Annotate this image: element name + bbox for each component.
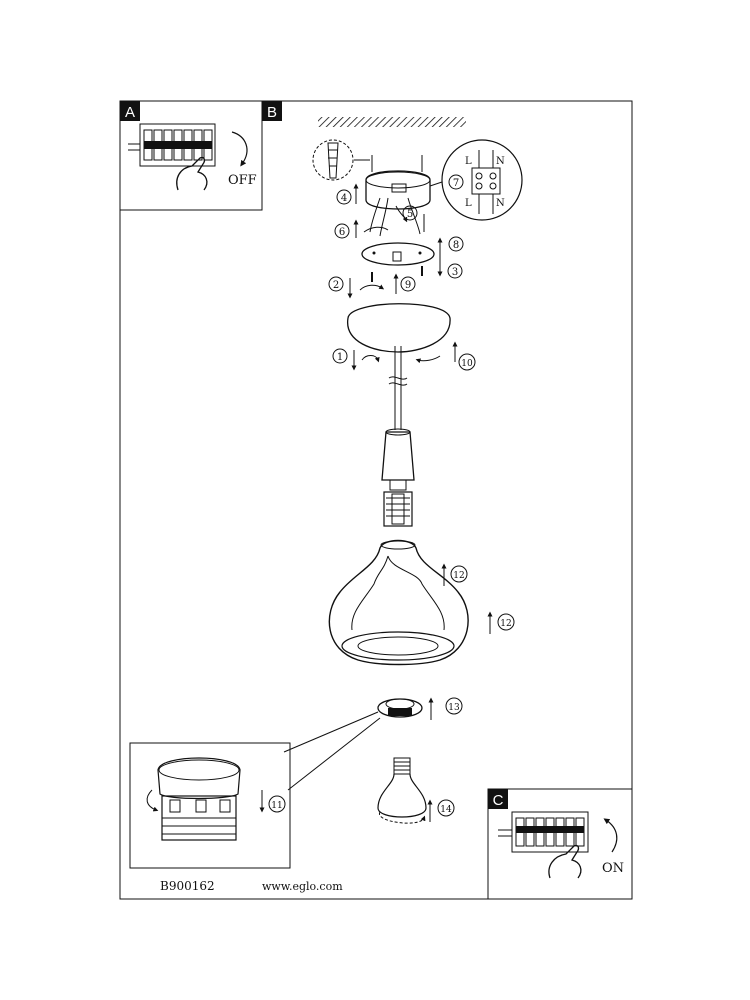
step-11-number: 11 xyxy=(271,801,282,811)
step-14-number: 14 xyxy=(440,805,452,815)
socket-housing xyxy=(381,428,415,527)
product-code: B900162 xyxy=(160,879,215,893)
hand-icon-c xyxy=(548,844,582,879)
step-5-number: 5 xyxy=(407,209,413,220)
mounting-plate xyxy=(361,242,435,266)
step-9-marker xyxy=(393,273,416,294)
step-12-marker-b xyxy=(487,611,515,634)
step-1-number: 1 xyxy=(337,352,343,363)
step-10-number: 10 xyxy=(461,359,473,369)
switch-off-text: OFF xyxy=(228,173,257,188)
lock-ring xyxy=(377,698,423,718)
terminal-bot-l: L xyxy=(465,198,472,209)
step-1-marker xyxy=(332,348,380,371)
step-14-marker xyxy=(427,799,455,822)
panel-b-label: B xyxy=(267,104,277,121)
step-12-marker-a xyxy=(441,563,468,586)
step-7-marker xyxy=(448,174,464,190)
panel-a-label: A xyxy=(125,104,135,121)
light-bulb xyxy=(377,757,427,824)
terminal-block-detail xyxy=(429,139,523,221)
switch-off-arrow xyxy=(231,131,248,167)
step-12a-number: 12 xyxy=(453,571,464,581)
suspension-cable xyxy=(388,346,408,430)
panel-c-label: C xyxy=(493,792,504,809)
step-6-number: 6 xyxy=(339,227,345,238)
step-13-number: 13 xyxy=(448,703,460,713)
terminal-bot-n: N xyxy=(496,198,505,209)
step-7-number: 7 xyxy=(453,178,459,189)
page-frame xyxy=(119,100,633,900)
step-4-number: 4 xyxy=(341,193,347,204)
step-2-number: 2 xyxy=(333,280,339,291)
step-5-marker xyxy=(395,205,418,223)
circuit-breaker-icon-c xyxy=(498,811,589,853)
step-12b-number: 12 xyxy=(500,619,511,629)
glass-shade xyxy=(328,539,469,666)
step-6-marker xyxy=(334,219,359,239)
circuit-breaker-icon xyxy=(128,123,216,167)
step-10-marker xyxy=(415,341,476,371)
panel-a: A OFF xyxy=(119,100,263,211)
step-8-number: 8 xyxy=(453,240,459,251)
step-13-marker xyxy=(428,697,463,720)
switch-on-text: ON xyxy=(602,861,624,876)
terminal-top-l: L xyxy=(465,156,472,167)
switch-on-arrow xyxy=(603,818,618,853)
step-8-marker xyxy=(437,236,464,258)
ceiling-canopy xyxy=(365,170,431,237)
ring-detail-panel xyxy=(129,742,291,869)
website-url: www.eglo.com xyxy=(262,880,343,893)
terminal-top-n: N xyxy=(496,156,505,167)
hand-icon xyxy=(176,156,208,191)
step-4-marker xyxy=(336,183,359,205)
step-3-marker xyxy=(437,258,463,279)
wall-plug-detail xyxy=(312,139,370,181)
canopy-cover xyxy=(347,303,451,353)
ceiling-hatch xyxy=(318,117,466,127)
panel-c: C ON xyxy=(487,788,633,900)
step-2-marker xyxy=(328,276,385,299)
step-9-number: 9 xyxy=(405,280,411,291)
step-3-number: 3 xyxy=(452,267,458,278)
